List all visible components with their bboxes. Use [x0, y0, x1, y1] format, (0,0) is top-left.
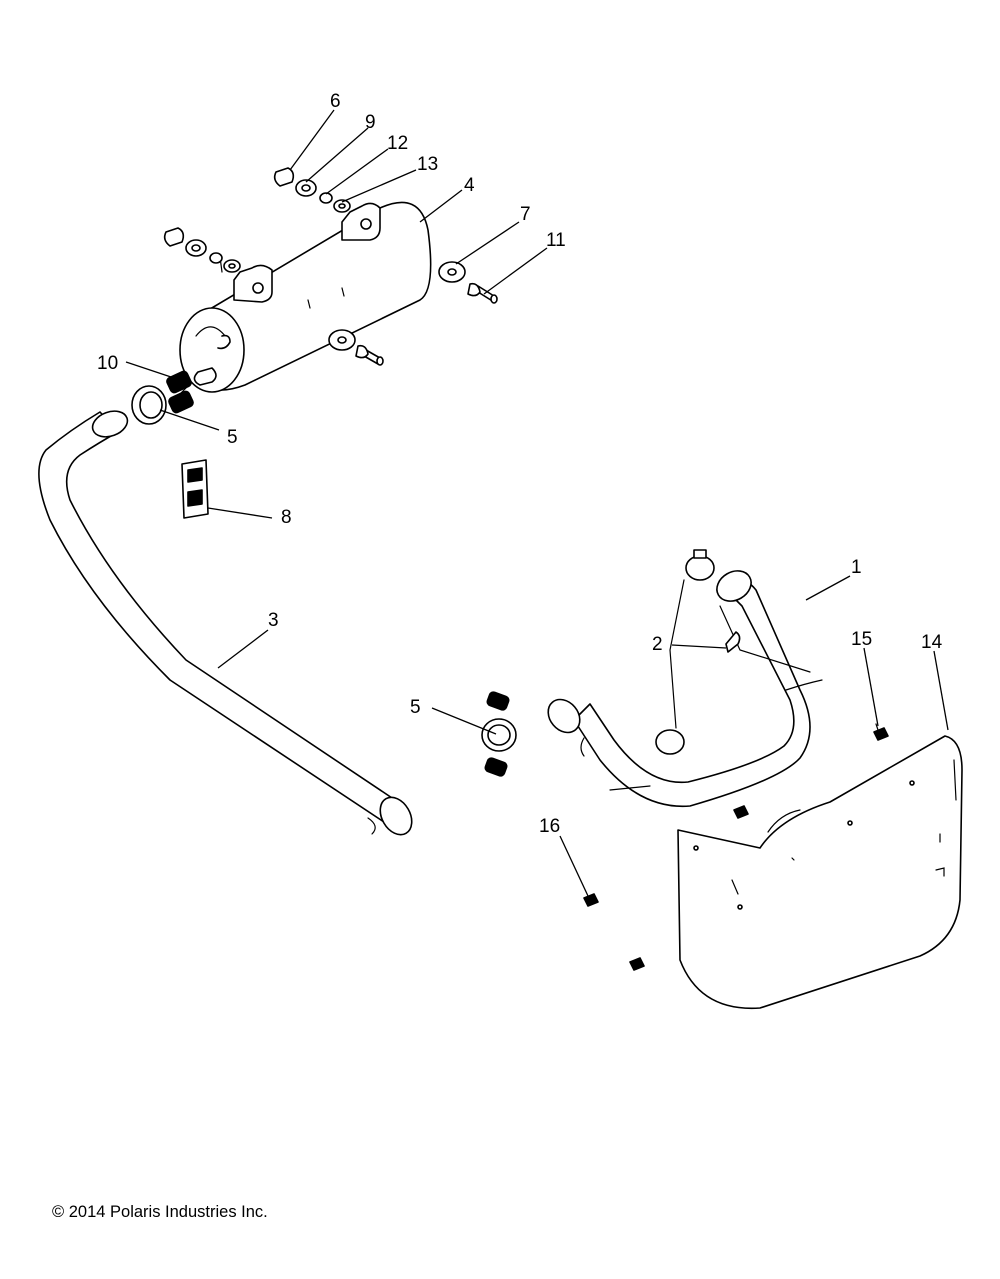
exhaust-pipe-assembly [547, 570, 823, 808]
clamp-bracket [669, 579, 811, 729]
hardware-stack-lower [163, 227, 241, 273]
callout-5-middle: 5 [410, 697, 421, 718]
copyright-notice: © 2014 Polaris Industries Inc. [52, 1203, 268, 1221]
callout-15: 15 [851, 629, 872, 650]
head-pipe [38, 410, 413, 836]
heat-shield [677, 735, 963, 1010]
washer-lower [328, 329, 356, 351]
spring-middle-lower [484, 757, 508, 777]
callout-13: 13 [417, 154, 438, 175]
rubber-damper [181, 459, 209, 519]
spring-upper-left [166, 370, 192, 395]
callout-2: 2 [652, 634, 663, 655]
muffler-bracket-front [233, 264, 273, 303]
gasket-middle [481, 718, 517, 752]
callout-3: 3 [268, 610, 279, 631]
spring-lower-left [168, 390, 194, 414]
muffler-bracket-rear [341, 202, 381, 241]
callout-8: 8 [281, 507, 292, 528]
clamp-upper [685, 549, 715, 581]
callout-4: 4 [464, 175, 475, 196]
clamp-lower [655, 729, 685, 755]
spring-middle-upper [486, 691, 510, 711]
callout-6: 6 [330, 91, 341, 112]
muffler [179, 201, 432, 393]
screw-bottom [629, 957, 645, 971]
screw-heat-shield-middle [733, 805, 749, 819]
screw-16 [583, 893, 599, 907]
callout-10: 10 [97, 353, 118, 374]
callout-12: 12 [387, 133, 408, 154]
washer-upper [438, 261, 466, 283]
callout-5-left: 5 [227, 427, 238, 448]
callout-1: 1 [851, 557, 862, 578]
callout-11: 11 [546, 230, 566, 251]
callout-16: 16 [539, 816, 560, 837]
bolt-lower [355, 344, 384, 366]
callout-14: 14 [921, 632, 943, 653]
gasket-left [131, 385, 167, 425]
hardware-stack-upper [273, 167, 351, 213]
callout-9: 9 [365, 112, 376, 133]
bolt-upper [467, 282, 498, 304]
leader-lines [125, 109, 949, 897]
callout-7: 7 [520, 204, 531, 225]
screw-15 [873, 723, 889, 741]
callout-labels: 1 2 3 4 5 5 6 7 8 9 10 11 12 13 14 15 16 [97, 91, 943, 837]
